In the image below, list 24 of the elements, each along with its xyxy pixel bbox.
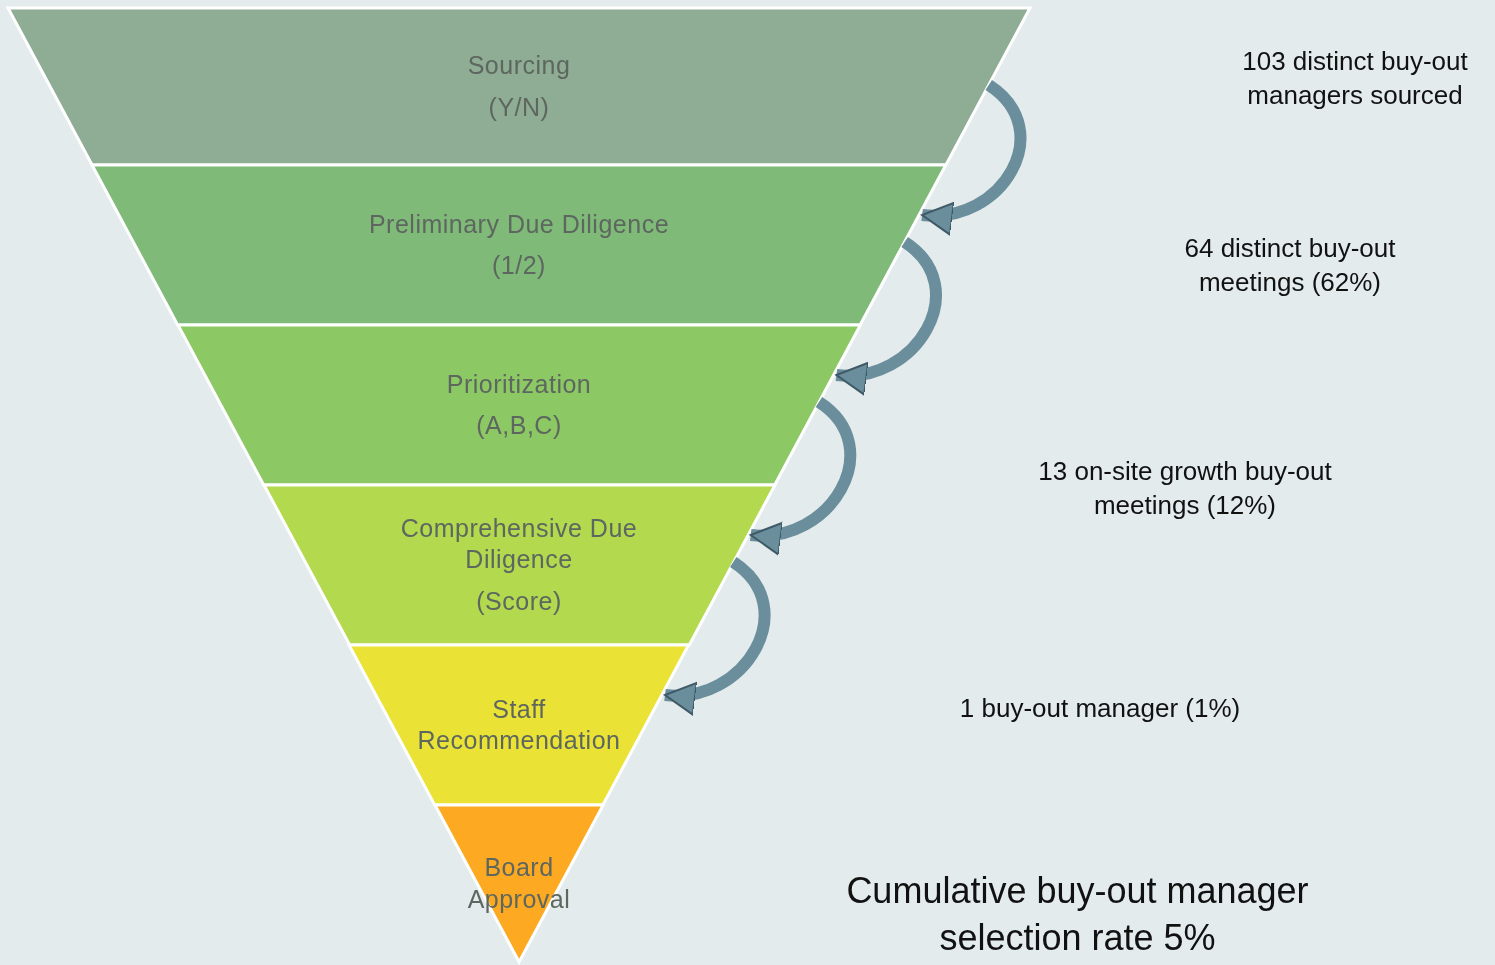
stage-label: Preliminary Due Diligence [368, 208, 670, 240]
curved-arrow [835, 237, 942, 393]
stage-statistic: 103 distinct buy-out managers sourced [1241, 45, 1469, 112]
summary-text: Cumulative buy-out manager selection rate 5% [845, 869, 1310, 960]
funnel-stage [177, 325, 861, 485]
stage-label: Prioritization [446, 368, 592, 400]
curved-arrow [921, 80, 1027, 233]
funnel-stage [434, 805, 604, 962]
funnel-stage [8, 8, 1030, 165]
stage-label: (Y/N) [488, 91, 550, 123]
stage-label: (1/2) [492, 250, 546, 281]
stage-label: Comprehensive Due Diligence [399, 513, 639, 576]
stage-statistic: 64 distinct buy-out meetings (62%) [1183, 232, 1397, 299]
funnel-stage [92, 165, 946, 325]
stage-label: Sourcing [467, 50, 571, 82]
stage-label: (A,B,C) [476, 410, 562, 441]
stage-label: Staff Recommendation [416, 693, 622, 756]
curved-arrow [664, 557, 771, 713]
funnel-stage [263, 485, 775, 645]
funnel-stage [349, 645, 689, 805]
stage-label: (Score) [476, 585, 562, 617]
stage-statistic: 13 on-site growth buy-out meetings (12%) [1037, 455, 1333, 522]
curved-arrow [749, 397, 857, 553]
stage-statistic: 1 buy-out manager (1%) [958, 692, 1242, 725]
